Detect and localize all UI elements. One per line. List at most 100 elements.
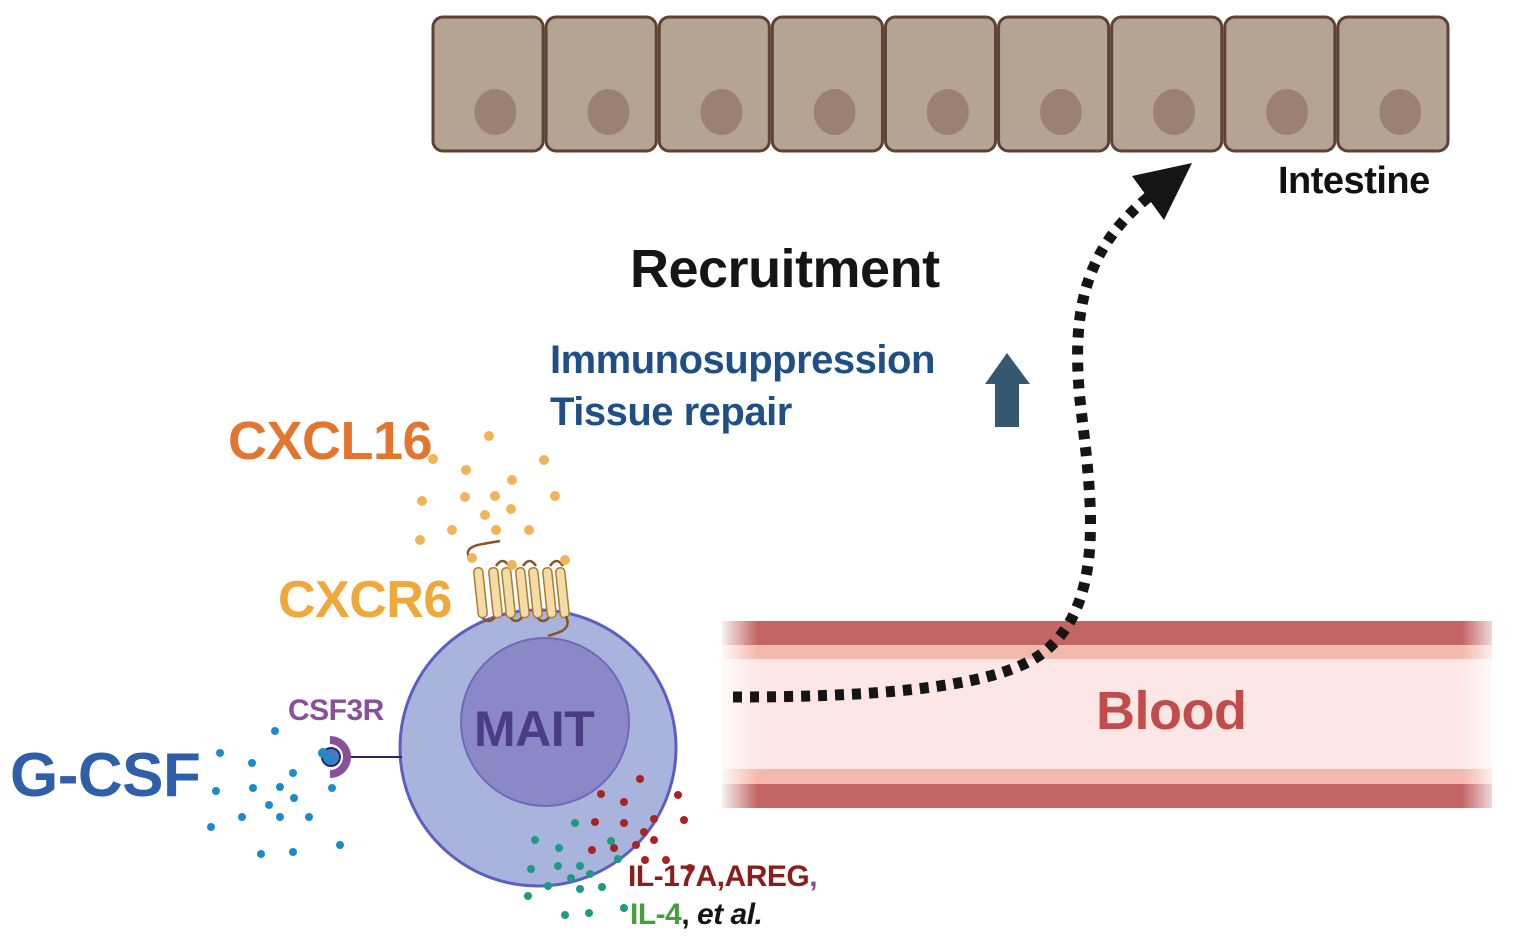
molecule-dot [588,846,596,854]
molecule-dot [271,727,279,735]
molecule-dot [614,855,622,863]
molecule-dot [491,525,501,535]
molecule-dot [265,801,273,809]
vessel-wall-bottom [722,784,1492,808]
intestine-label: Intestine [1278,160,1430,202]
molecule-dot [428,454,438,464]
molecule-dot [607,837,615,845]
molecule-dot [591,818,599,826]
gcsf-label: G-CSF [10,741,201,810]
molecule-dot [276,783,284,791]
cell-nucleus [474,89,517,135]
il17a-areg-molecules [588,775,694,872]
molecule-dot [544,882,552,890]
molecule-dot [507,560,517,570]
mait-cell [398,608,678,888]
molecule-dot [305,813,313,821]
cell-nucleus [587,89,630,135]
molecule-dot [620,798,628,806]
molecule-dot [561,911,569,919]
cxcr6-label: CXCR6 [278,571,452,629]
molecule-dot [555,844,563,852]
mait-label: MAIT [474,701,595,757]
molecule-dot [506,504,516,514]
molecule-dot [524,892,532,900]
il4-label: IL-4 [630,898,682,931]
vessel-lumen [722,659,1492,769]
molecule-dot [576,885,584,893]
intestinal-cell [544,15,658,153]
recruitment-path-arrow [732,183,1164,703]
molecule-dot [636,775,644,783]
cell-nucleus [813,89,856,135]
molecule-dot [640,828,648,836]
molecule-dot [597,790,605,798]
intestinal-cell [1223,15,1337,153]
molecule-dot [415,535,425,545]
molecule-dot [576,862,584,870]
molecule-dot [336,841,344,849]
immunosuppression-label: Immunosuppression [550,338,935,382]
secreted-cytokines-line-2: IL-4, et al. [630,898,763,932]
molecule-dot [289,769,297,777]
molecule-dot [216,749,224,757]
cell-nucleus [460,637,630,807]
up-arrow-icon [985,353,1030,427]
molecule-dot [641,856,649,864]
molecule-dot [276,813,284,821]
molecule-dot [680,816,688,824]
secreted-cytokines-line-1: IL-17A,AREG, [628,860,818,894]
molecule-dot [550,491,560,501]
molecule-dot [490,491,500,501]
recruitment-label: Recruitment [630,239,940,299]
cxcl16-label: CXCL16 [228,411,433,471]
intestinal-epithelium [431,15,1450,153]
molecule-dot [598,883,606,891]
molecule-dot [326,756,334,764]
gcsf-molecules [207,727,344,858]
molecule-dot [610,844,618,852]
il17a-label: IL-17A, [628,860,725,893]
vessel-fade-left [718,618,758,812]
arrowhead-icon [1132,163,1192,220]
molecule-dot [662,856,670,864]
molecule-dot [686,864,694,872]
molecule-dot [620,819,628,827]
molecule-dot [650,836,658,844]
intestinal-cell [770,15,884,153]
cell-nucleus [1379,89,1422,135]
intestinal-cell [883,15,998,153]
molecule-dot [212,787,220,795]
molecule-dot [461,465,471,475]
molecule-dot [238,813,246,821]
comma: , [809,860,818,893]
il4-molecules [524,819,628,919]
molecule-dot [674,791,682,799]
molecule-dot [527,865,535,873]
molecule-dot [257,850,265,858]
molecule-dot [524,525,534,535]
vessel-inner-bottom [722,769,1492,784]
molecule-dot [207,823,215,831]
cell-nucleus [926,89,969,135]
cell-nucleus [1266,89,1309,135]
molecule-dot [289,848,297,856]
cxcr6-receptor-icon [466,539,570,638]
intestinal-cell [1110,15,1224,153]
molecule-dot [480,510,490,520]
intestinal-cell [657,15,771,153]
tissue-repair-label: Tissue repair [550,390,792,434]
molecule-dot [290,794,298,802]
molecule-dot [620,904,628,912]
molecule-dot [447,525,457,535]
molecule-dot [571,819,579,827]
cell-nucleus [700,89,743,135]
cell-nucleus [1039,89,1082,135]
molecule-dot [467,553,477,563]
vessel-inner-top [722,645,1492,659]
blood-vessel [718,618,1502,812]
molecule-dot [460,492,470,502]
molecule-dot [507,475,517,485]
